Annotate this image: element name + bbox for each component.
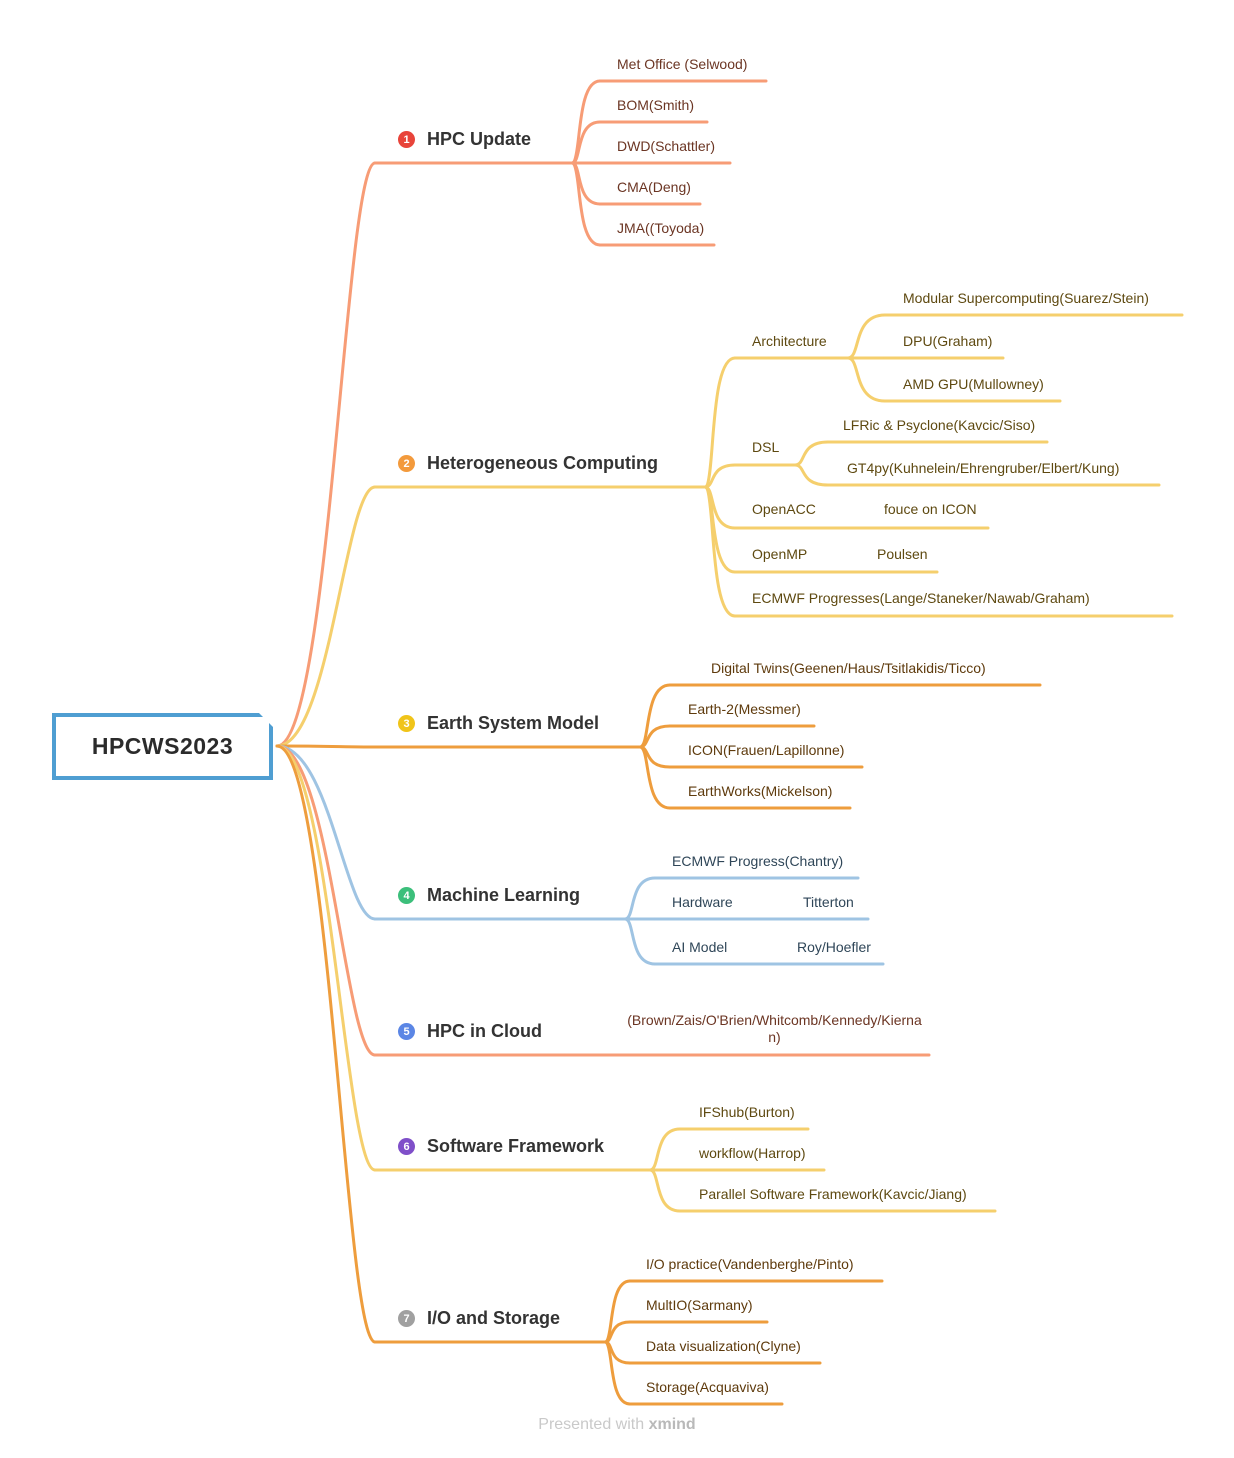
subtopic-dsl[interactable]: DSL	[752, 439, 780, 455]
hetero-branch	[703, 485, 737, 618]
io-branch	[603, 1340, 632, 1406]
hpc-update-branch	[570, 120, 602, 165]
hetero-branch	[703, 356, 737, 489]
leaf-workflow[interactable]: workflow(Harrop)	[699, 1145, 806, 1161]
dsl-branch	[793, 463, 830, 487]
main-branch-3	[275, 744, 377, 749]
subtopic-ai-model[interactable]: AI Model	[672, 939, 728, 955]
number-2-icon: 2	[398, 455, 415, 472]
footer-prefix: Presented with	[538, 1416, 645, 1433]
leaf-data-visualization[interactable]: Data visualization(Clyne)	[646, 1338, 801, 1354]
topic-io-and-storage[interactable]: 7 I/O and Storage	[398, 1308, 560, 1329]
ml-branch	[623, 876, 657, 921]
topic-hpc-update[interactable]: 1 HPC Update	[398, 129, 531, 150]
number-4-icon: 4	[398, 887, 415, 904]
leaf-bom[interactable]: BOM(Smith)	[617, 97, 694, 113]
leaf-poulsen[interactable]: Poulsen	[877, 546, 928, 562]
main-branch-6	[275, 744, 377, 1172]
leaf-titterton[interactable]: Titterton	[803, 894, 854, 910]
subtopic-architecture[interactable]: Architecture	[752, 333, 827, 349]
root-topic-corner-fold	[255, 709, 277, 731]
root-topic-label[interactable]: HPCWS2023	[91, 733, 234, 759]
footer-credit: Presented with xmind	[0, 1416, 1234, 1434]
leaf-storage[interactable]: Storage(Acquaviva)	[646, 1379, 769, 1395]
leaf-jma[interactable]: JMA((Toyoda)	[617, 220, 705, 236]
subtopic-hardware[interactable]: Hardware	[672, 894, 733, 910]
sf-branch	[648, 1127, 682, 1172]
dsl-branch	[793, 440, 830, 467]
leaf-dwd[interactable]: DWD(Schattler)	[617, 138, 716, 154]
leaf-multio[interactable]: MultIO(Sarmany)	[646, 1297, 753, 1313]
topic-label: HPC in Cloud	[427, 1021, 542, 1041]
leaf-amd-gpu[interactable]: AMD GPU(Mullowney)	[903, 376, 1044, 392]
io-branch	[603, 1279, 632, 1344]
esm-branch	[638, 683, 672, 749]
number-7-icon: 7	[398, 1310, 415, 1327]
main-branch-1	[275, 161, 377, 748]
leaf-icon[interactable]: ICON(Frauen/Lapillonne)	[688, 742, 845, 758]
leaf-parallel-software-framework[interactable]: Parallel Software Framework(Kavcic/Jiang…	[699, 1186, 967, 1202]
leaf-digital-twins[interactable]: Digital Twins(Geenen/Haus/Tsitlakidis/Ti…	[711, 660, 986, 676]
number-1-icon: 1	[398, 131, 415, 148]
topic-label: Heterogeneous Computing	[427, 453, 659, 473]
architecture-branch	[846, 356, 887, 403]
main-branch-7	[275, 744, 377, 1344]
subtopic-openacc[interactable]: OpenACC	[752, 501, 816, 517]
main-branch-2	[275, 485, 377, 748]
ml-branch	[623, 917, 657, 966]
leaf-ifshub[interactable]: IFShub(Burton)	[699, 1104, 795, 1120]
leaf-dpu[interactable]: DPU(Graham)	[903, 333, 993, 349]
leaf-cloud-authors[interactable]: (Brown/Zais/O'Brien/Whitcomb/Kennedy/Kie…	[627, 1012, 922, 1045]
hpc-update-branch	[570, 161, 602, 247]
topic-earth-system-model[interactable]: 3 Earth System Model	[398, 713, 599, 734]
topic-machine-learning[interactable]: 4 Machine Learning	[398, 885, 580, 906]
esm-branch	[638, 745, 672, 810]
leaf-io-practice[interactable]: I/O practice(Vandenberghe/Pinto)	[646, 1256, 854, 1272]
root-topic-box[interactable]	[52, 713, 273, 780]
main-branch-4	[275, 744, 377, 921]
leaf-ecmwf-progresses[interactable]: ECMWF Progresses(Lange/Staneker/Nawab/Gr…	[752, 590, 1090, 606]
topic-label: HPC Update	[427, 129, 532, 149]
architecture-branch	[846, 313, 887, 360]
number-3-icon: 3	[398, 715, 415, 732]
leaf-roy-hoefler[interactable]: Roy/Hoefler	[797, 939, 871, 955]
topic-label: Machine Learning	[427, 885, 581, 905]
leaf-lfric-psyclone[interactable]: LFRic & Psyclone(Kavcic/Siso)	[843, 417, 1036, 433]
topic-hpc-in-cloud[interactable]: 5 HPC in Cloud	[398, 1021, 542, 1042]
leaf-met-office[interactable]: Met Office (Selwood)	[617, 56, 748, 72]
leaf-earth-2[interactable]: Earth-2(Messmer)	[688, 701, 801, 717]
number-6-icon: 6	[398, 1138, 415, 1155]
leaf-ecmwf-progress[interactable]: ECMWF Progress(Chantry)	[672, 853, 844, 869]
topic-label: Software Framework	[427, 1136, 605, 1156]
leaf-fouce-on-icon[interactable]: fouce on ICON	[884, 501, 977, 517]
xmind-logo[interactable]: xmind	[648, 1416, 696, 1433]
topic-software-framework[interactable]: 6 Software Framework	[398, 1136, 604, 1157]
leaf-cma[interactable]: CMA(Deng)	[617, 179, 691, 195]
number-5-icon: 5	[398, 1023, 415, 1040]
topic-heterogeneous-computing[interactable]: 2 Heterogeneous Computing	[398, 453, 658, 474]
leaf-modular-supercomputing[interactable]: Modular Supercomputing(Suarez/Stein)	[903, 290, 1149, 306]
topic-label: I/O and Storage	[427, 1308, 561, 1328]
main-branch-5	[275, 744, 377, 1057]
topic-label: Earth System Model	[427, 713, 600, 733]
leaf-gt4py[interactable]: GT4py(Kuhnelein/Ehrengruber/Elbert/Kung)	[847, 460, 1120, 476]
sf-branch	[648, 1168, 682, 1213]
leaf-earthworks[interactable]: EarthWorks(Mickelson)	[688, 783, 833, 799]
subtopic-openmp[interactable]: OpenMP	[752, 546, 808, 562]
